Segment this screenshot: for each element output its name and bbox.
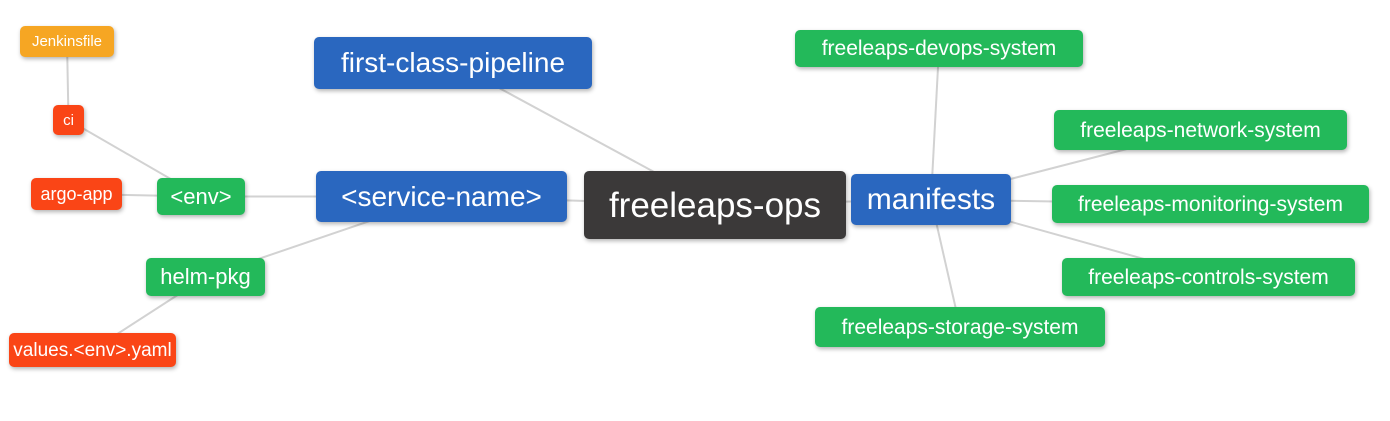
node-freeleaps-storage-system[interactable]: freeleaps-storage-system — [815, 307, 1105, 347]
node-first-class-pipeline[interactable]: first-class-pipeline — [314, 37, 592, 89]
node-ci[interactable]: ci — [53, 105, 84, 135]
node-env[interactable]: <env> — [157, 178, 245, 215]
node-helm-pkg[interactable]: helm-pkg — [146, 258, 265, 296]
node-freeleaps-monitoring-system[interactable]: freeleaps-monitoring-system — [1052, 185, 1369, 223]
node-service-name[interactable]: <service-name> — [316, 171, 567, 222]
node-argo-app[interactable]: argo-app — [31, 178, 122, 210]
node-jenkinsfile[interactable]: Jenkinsfile — [20, 26, 114, 57]
node-freeleaps-network-system[interactable]: freeleaps-network-system — [1054, 110, 1347, 150]
node-freeleaps-controls-system[interactable]: freeleaps-controls-system — [1062, 258, 1355, 296]
node-freeleaps-ops[interactable]: freeleaps-ops — [584, 171, 846, 239]
node-values-env-yaml[interactable]: values.<env>.yaml — [9, 333, 176, 367]
node-manifests[interactable]: manifests — [851, 174, 1011, 225]
node-freeleaps-devops-system[interactable]: freeleaps-devops-system — [795, 30, 1083, 67]
